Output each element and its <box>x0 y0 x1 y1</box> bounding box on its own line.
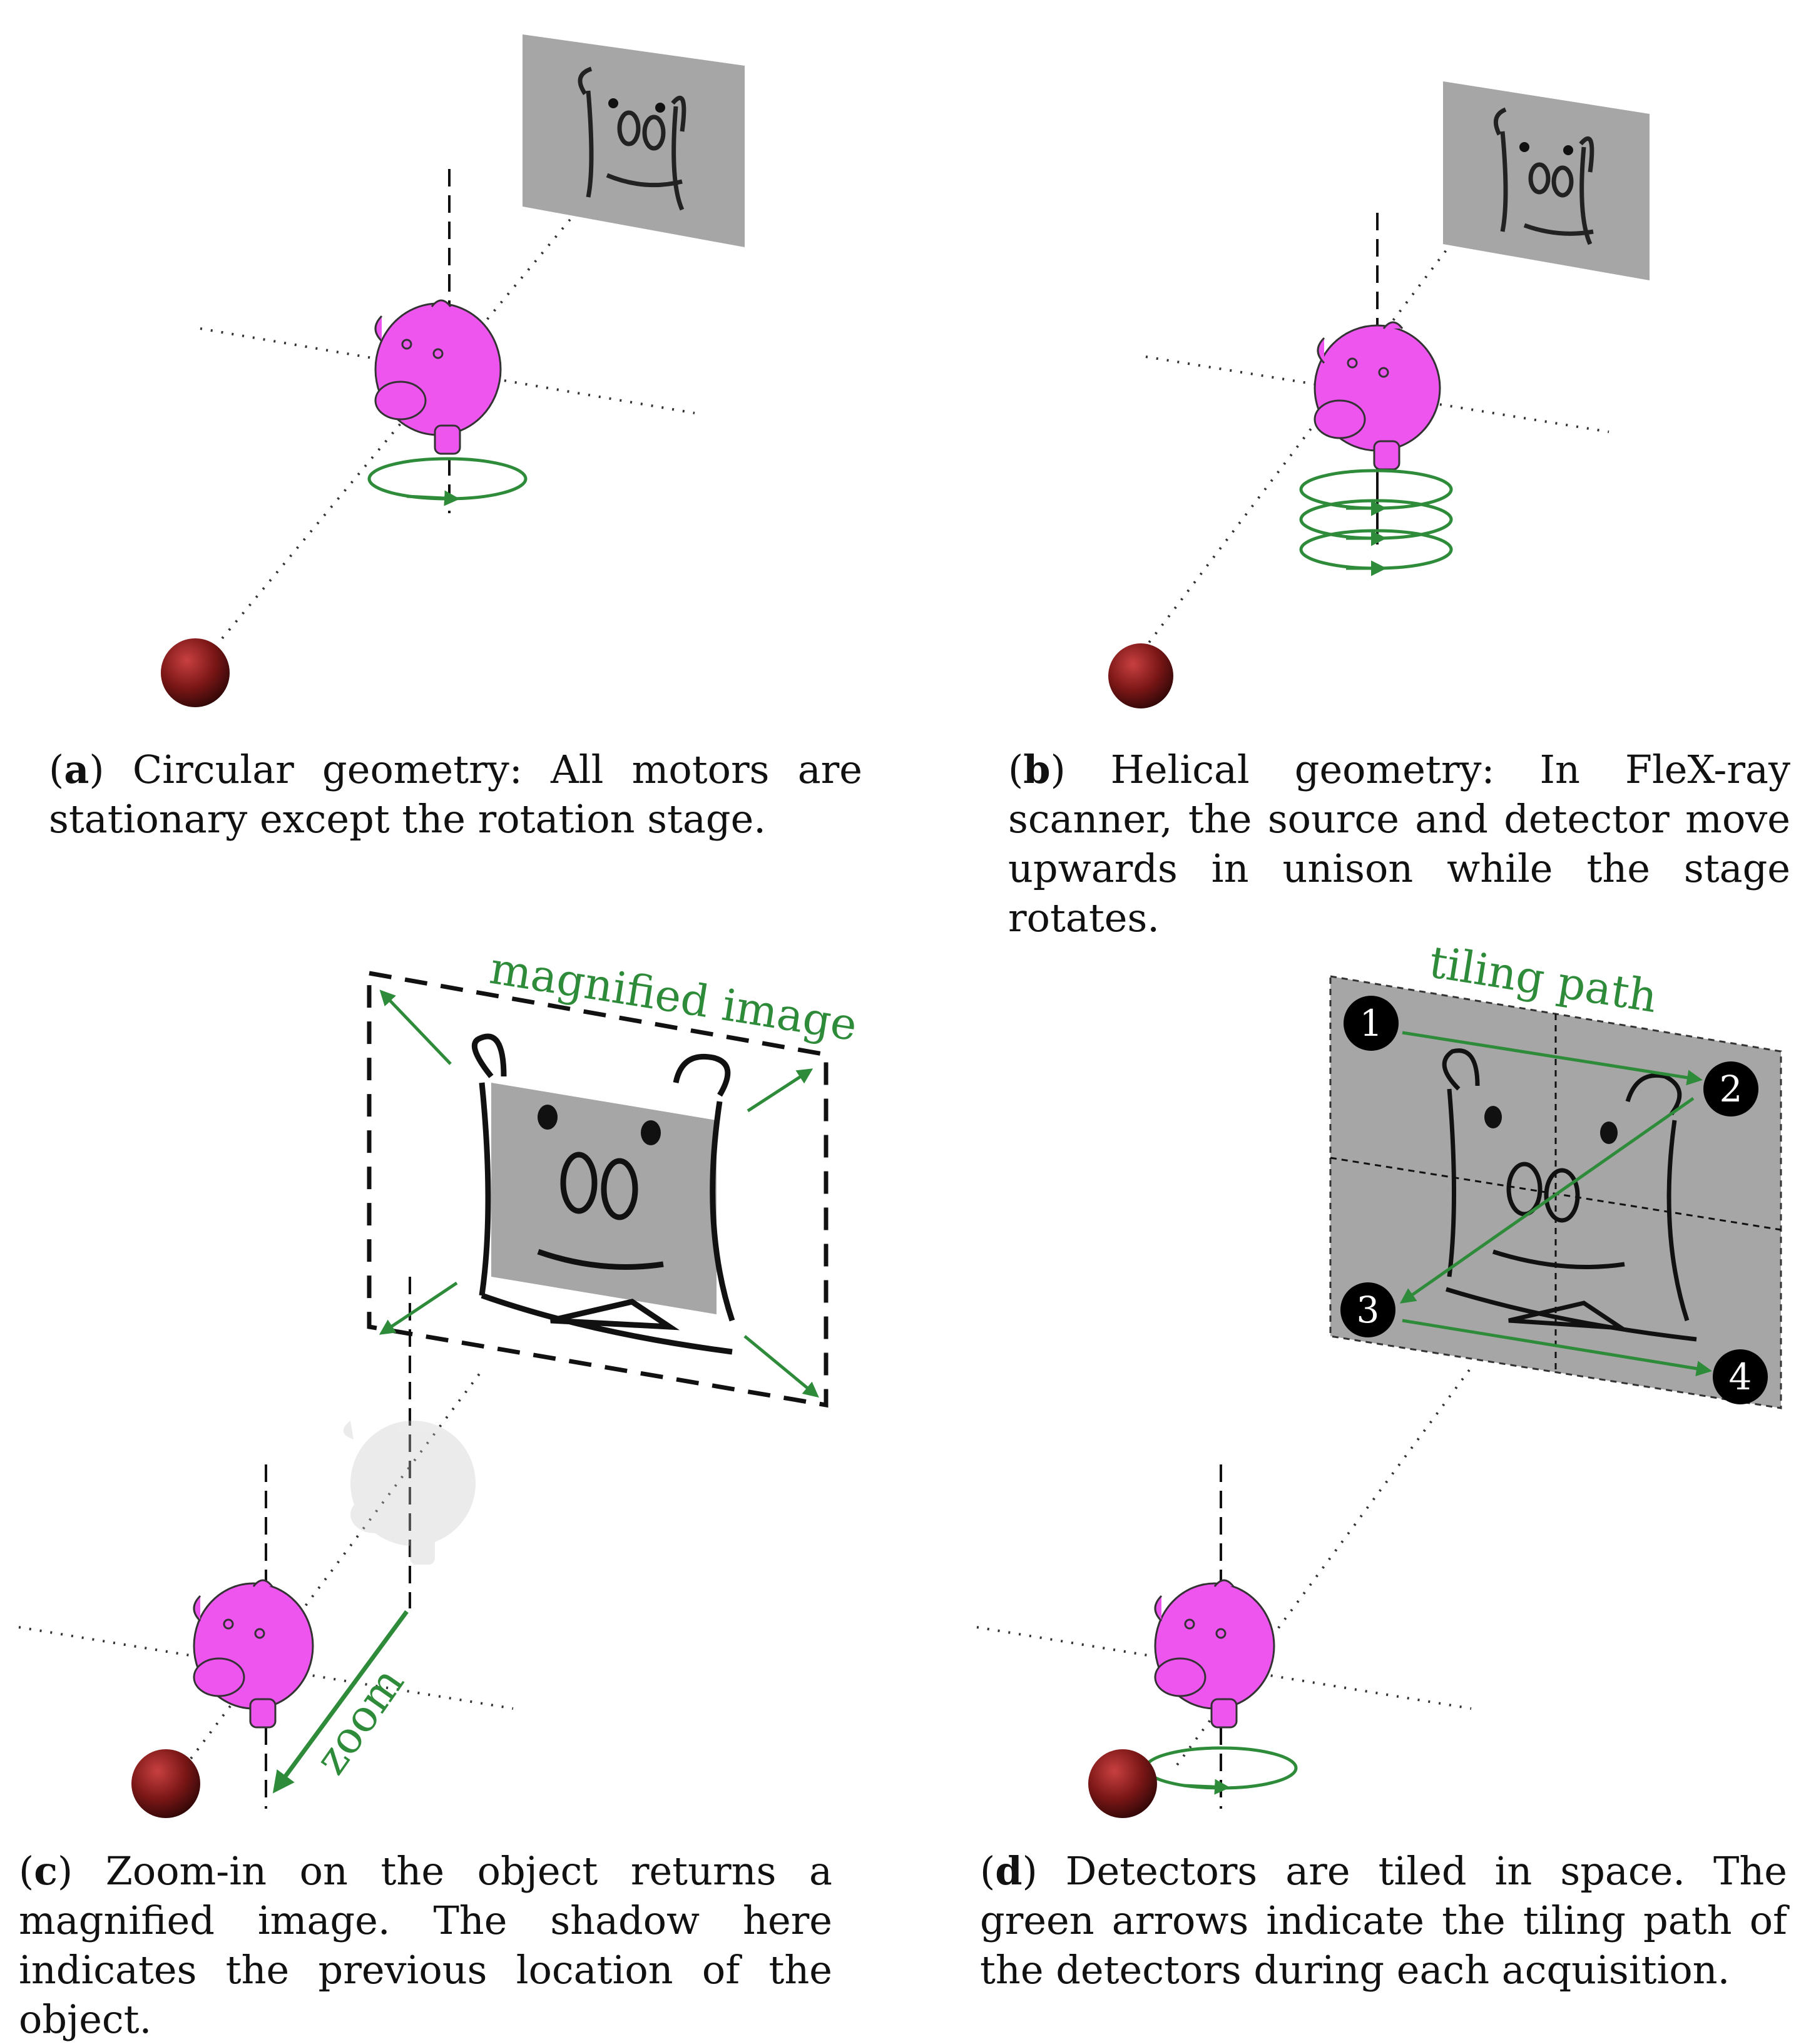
caption-a: (a) Circular geometry: All motors are st… <box>49 747 862 842</box>
tile-marker-3-label: 3 <box>1357 1289 1380 1331</box>
panel-a: (a) Circular geometry: All motors are st… <box>0 0 908 889</box>
tile-marker-1: 1 <box>1344 996 1399 1051</box>
magnify-arrows-c <box>379 989 819 1398</box>
tile-marker-4: 4 <box>1713 1349 1768 1404</box>
beam-line-b <box>1141 249 1447 652</box>
source-d <box>1088 1749 1157 1818</box>
caption-b-text: Helical geometry: In FleX-ray scanner, t… <box>1008 747 1790 941</box>
zoom-label: zoom <box>305 1658 414 1784</box>
shadow-object-c <box>343 1421 476 1565</box>
panel-c: magnified image zoom (c) Zoom-in on the … <box>0 889 908 2042</box>
panel-d: tiling path 1 2 3 4 <box>908 889 1816 2014</box>
tile-marker-1-label: 1 <box>1360 1002 1383 1045</box>
tile-marker-2: 2 <box>1703 1061 1758 1117</box>
tiled-detector-d <box>1329 975 1782 1409</box>
tile-marker-4-label: 4 <box>1729 1356 1752 1398</box>
panel-b-diagram <box>1108 81 1650 708</box>
rotation-arrow-a <box>367 457 528 501</box>
caption-a-text: Circular geometry: All motors are statio… <box>49 747 862 842</box>
tile-marker-3: 3 <box>1340 1282 1395 1337</box>
object-a <box>374 299 502 455</box>
rotation-arrow-head-d <box>1183 1779 1230 1795</box>
helical-arrow-b <box>1299 469 1453 576</box>
panel-c-diagram: magnified image zoom <box>18 943 860 1818</box>
source-a <box>161 638 230 707</box>
caption-a-tag: a <box>64 747 89 792</box>
panel-b: (b) Helical geometry: In FleX-ray scanne… <box>908 0 1816 941</box>
rotation-arrow-head-a <box>406 490 460 506</box>
object-d <box>1154 1579 1275 1729</box>
panel-a-diagram <box>161 34 745 707</box>
zoom-arrow <box>272 1610 409 1794</box>
caption-d-text: Detectors are tiled in space. The green … <box>980 1848 1787 1993</box>
object-c <box>193 1579 314 1729</box>
tiling-arrows-d <box>1399 1031 1712 1377</box>
caption-b: (b) Helical geometry: In FleX-ray scanne… <box>1008 747 1790 941</box>
caption-d: (d) Detectors are tiled in space. The gr… <box>980 1848 1787 1993</box>
detector-b <box>1443 81 1650 280</box>
detector-a <box>523 34 745 247</box>
beam-line-a <box>221 212 577 640</box>
caption-b-tag: b <box>1023 747 1051 792</box>
panel-d-diagram: tiling path 1 2 3 4 <box>976 936 1782 1818</box>
caption-c-tag: c <box>34 1848 58 1894</box>
caption-c: (c) Zoom-in on the object returns a magn… <box>19 1848 832 2042</box>
tile-marker-2-label: 2 <box>1720 1068 1743 1110</box>
object-b <box>1314 321 1441 471</box>
caption-c-text: Zoom-in on the object returns a magnifie… <box>19 1848 832 2042</box>
caption-d-tag: d <box>995 1848 1023 1894</box>
magnified-detector-c <box>367 970 829 1408</box>
source-b <box>1108 643 1173 708</box>
source-c <box>131 1749 200 1818</box>
magnified-image-label: magnified image <box>486 943 860 1051</box>
